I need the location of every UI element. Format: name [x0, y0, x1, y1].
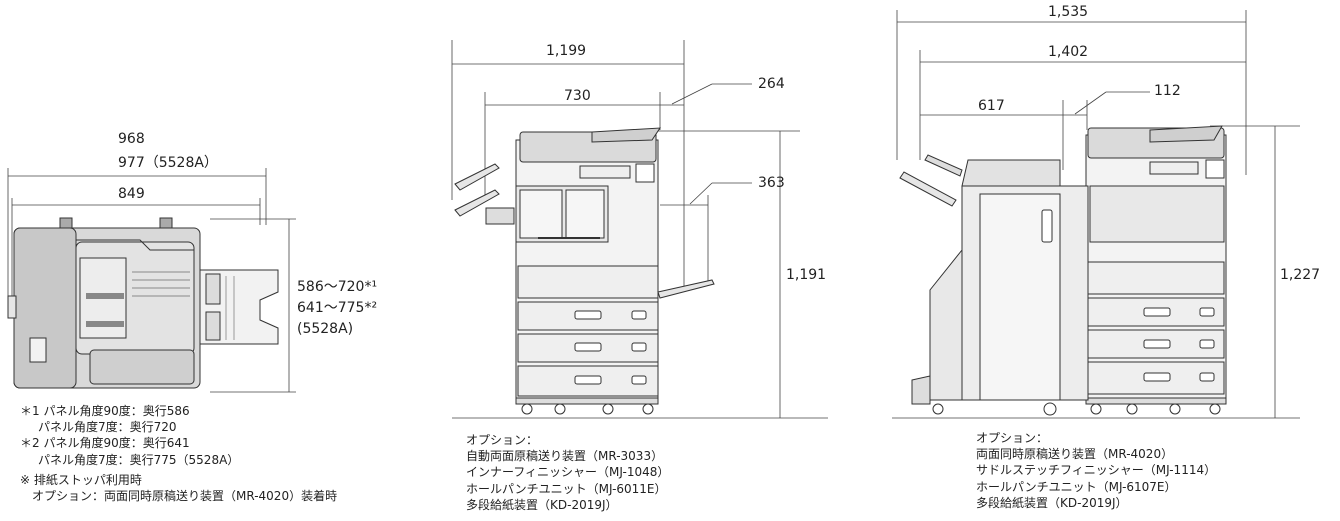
left-footnotes: ＊1 パネル角度90度：奥行586 パネル角度7度：奥行720 ＊2 パネル角度…: [20, 403, 337, 504]
dim-1402: 1,402: [1048, 44, 1089, 60]
dim-977: 977（5528A）: [118, 155, 218, 171]
option-item: サドルステッチフィニッシャー（MJ-1114）: [976, 463, 1217, 478]
footnote-3: ※ 排紙ストッパ利用時: [20, 472, 142, 487]
depth-range-model: (5528A): [297, 321, 354, 337]
middle-options: オプション： 自動両面原稿送り装置（MR-3033） インナーフィニッシャー（M…: [466, 432, 669, 513]
right-options: オプション： 両面同時原稿送り装置（MR-4020） サドルステッチフィニッシャ…: [976, 430, 1216, 511]
depth-range-1: 586～720*¹: [297, 279, 378, 295]
option-item: 両面同時原稿送り装置（MR-4020）: [976, 447, 1174, 462]
dim-112: 112: [1154, 83, 1181, 99]
footnote-1: ＊1 パネル角度90度：奥行586: [20, 404, 190, 418]
option-item: ホールパンチユニット（MJ-6011E）: [466, 481, 667, 496]
front-view-saddle-finisher: [892, 10, 1300, 419]
options-heading: オプション：: [466, 433, 539, 447]
top-view-copier: [7, 168, 296, 393]
dim-849: 849: [118, 186, 145, 202]
footnote-2b: パネル角度7度：奥行775（5528A）: [38, 452, 240, 467]
dim-363: 363: [758, 175, 785, 191]
dim-730: 730: [564, 88, 591, 104]
option-item: 自動両面原稿送り装置（MR-3033）: [466, 449, 664, 464]
dim-1199: 1,199: [546, 43, 587, 59]
depth-range-2: 641～775*²: [297, 300, 378, 316]
footnote-3b: オプション：両面同時原稿送り装置（MR-4020）装着時: [32, 488, 338, 503]
front-view-inner-finisher: [451, 40, 828, 419]
option-item: ホールパンチユニット（MJ-6107E）: [976, 479, 1177, 494]
footnote-1b: パネル角度7度：奥行720: [38, 420, 177, 435]
dim-1191: 1,191: [786, 267, 827, 283]
options-heading: オプション：: [976, 431, 1049, 445]
option-item: 多段給紙装置（KD-2019J）: [976, 495, 1128, 510]
option-item: インナーフィニッシャー（MJ-1048）: [466, 465, 670, 480]
footnote-2: ＊2 パネル角度90度：奥行641: [20, 436, 190, 451]
dim-617: 617: [978, 98, 1005, 114]
dim-1227: 1,227: [1280, 267, 1321, 283]
dim-1535: 1,535: [1048, 4, 1089, 20]
option-item: 多段給紙装置（KD-2019J）: [466, 497, 618, 512]
dim-264: 264: [758, 76, 785, 92]
dim-968: 968: [118, 131, 145, 147]
